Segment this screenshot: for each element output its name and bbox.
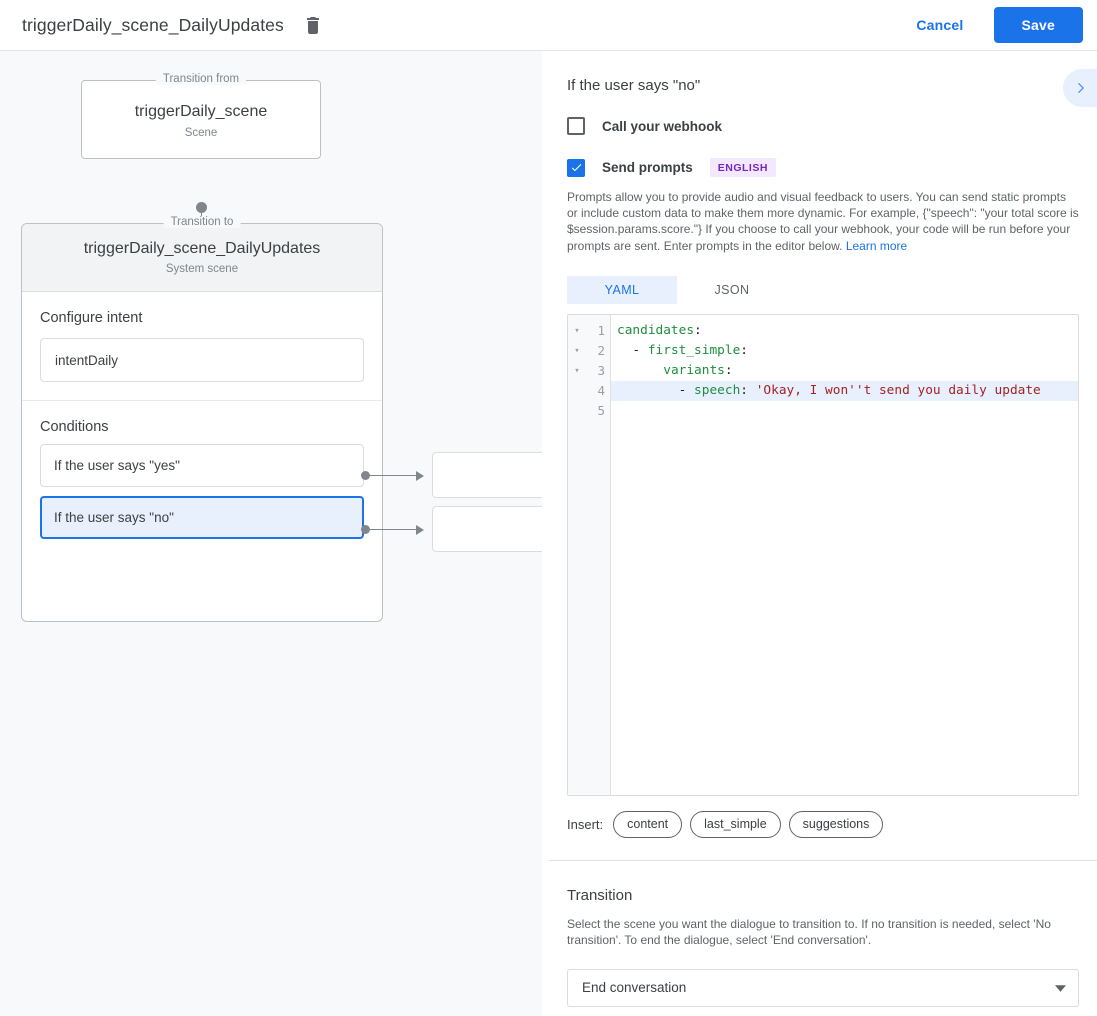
editor-fold-gutter[interactable]: ▾ ▾ ▾ xyxy=(568,314,586,795)
code-line[interactable]: candidates: xyxy=(611,321,1078,341)
code-token: : xyxy=(740,342,748,358)
prompts-help-body: Prompts allow you to provide audio and v… xyxy=(567,190,1079,253)
transition-select-value: End conversation xyxy=(582,980,687,996)
send-prompts-label: Send prompts xyxy=(602,160,693,175)
panel-title: If the user says "no" xyxy=(567,77,701,94)
send-prompts-row[interactable]: Send prompts ENGLISH xyxy=(549,158,1097,177)
prompts-help-text: Prompts allow you to provide audio and v… xyxy=(567,189,1079,254)
line-number: 3 xyxy=(597,362,605,378)
delete-button[interactable] xyxy=(300,12,326,38)
learn-more-link[interactable]: Learn more xyxy=(845,238,908,253)
topbar-actions: Cancel Save xyxy=(900,7,1097,43)
call-webhook-row[interactable]: Call your webhook xyxy=(549,117,1097,135)
tab-yaml[interactable]: YAML xyxy=(567,275,677,304)
condition-yes-target-node[interactable] xyxy=(432,452,542,498)
code-token: : xyxy=(724,362,733,378)
condition-yes-connector-line xyxy=(370,475,418,476)
chevron-down-icon xyxy=(1055,980,1066,995)
transition-select[interactable]: End conversation xyxy=(567,968,1079,1007)
configure-intent-label: Configure intent xyxy=(40,310,143,326)
condition-no-connector-line xyxy=(370,529,418,530)
trash-icon xyxy=(305,16,321,34)
line-number: 2 xyxy=(597,342,605,358)
scene-flow-canvas[interactable]: Transition from triggerDaily_scene Scene… xyxy=(0,51,542,1016)
fold-gutter-blank xyxy=(568,401,586,421)
code-token: : xyxy=(740,382,748,398)
transition-description: Select the scene you want the dialogue t… xyxy=(567,916,1051,948)
panel-header: If the user says "no" xyxy=(549,51,1097,107)
code-token: first_simple xyxy=(647,342,741,358)
code-token: variants xyxy=(663,362,725,378)
code-token: candidates xyxy=(617,322,695,338)
insert-chip-last-simple[interactable]: last_simple xyxy=(690,810,781,838)
line-number: 4 xyxy=(597,382,605,398)
code-line[interactable]: - speech: 'Okay, I won''t send you daily… xyxy=(611,380,1078,401)
tab-json[interactable]: JSON xyxy=(714,282,750,297)
send-prompts-checkbox[interactable] xyxy=(567,158,585,177)
save-button[interactable]: Save xyxy=(993,7,1083,43)
language-badge: ENGLISH xyxy=(709,158,776,177)
code-token xyxy=(617,363,663,378)
fold-toggle-icon[interactable]: ▾ xyxy=(574,365,580,376)
editor-line-numbers: 1 2 3 4 5 xyxy=(586,314,611,795)
fold-gutter-blank xyxy=(568,381,586,401)
top-app-bar: triggerDaily_scene_DailyUpdates Cancel S… xyxy=(0,0,1097,51)
transition-to-title: triggerDaily_scene_DailyUpdates xyxy=(83,240,321,257)
node-divider xyxy=(22,400,382,401)
conditions-label: Conditions xyxy=(40,419,109,435)
code-token: 'Okay, I won''t send you daily update xyxy=(748,382,1041,398)
condition-row-no[interactable]: If the user says "no" xyxy=(40,496,364,539)
expand-panel-button[interactable] xyxy=(1063,69,1097,107)
transition-from-title: triggerDaily_scene xyxy=(134,103,268,120)
transition-from-legend: Transition from xyxy=(155,73,247,85)
page-title: triggerDaily_scene_DailyUpdates xyxy=(22,14,284,35)
code-line[interactable]: variants: xyxy=(611,361,1078,381)
prompt-code-editor[interactable]: ▾ ▾ ▾ 1 2 3 4 5 candidates: - first_simple: va… xyxy=(567,313,1079,796)
code-line[interactable] xyxy=(611,401,1078,421)
condition-no-target-node[interactable] xyxy=(432,506,542,552)
canvas-scrollbar[interactable] xyxy=(542,51,549,1016)
code-line[interactable]: - first_simple: xyxy=(611,341,1078,361)
condition-yes-arrowhead xyxy=(416,471,424,481)
code-token: - xyxy=(617,342,648,358)
code-token: speech xyxy=(694,382,741,398)
chevron-right-icon xyxy=(1073,81,1087,95)
transition-to-node[interactable]: Transition to triggerDaily_scene_DailyUp… xyxy=(21,216,383,622)
condition-no-arrowhead xyxy=(416,525,424,535)
condition-details-panel: If the user says "no" Call your webhook … xyxy=(549,51,1097,1016)
transition-section-title: Transition xyxy=(567,886,633,904)
insert-chips-row: Insert: content last_simple suggestions xyxy=(567,810,1097,838)
call-webhook-label: Call your webhook xyxy=(602,118,723,134)
condition-row-yes[interactable]: If the user says "yes" xyxy=(40,444,364,487)
insert-chip-suggestions[interactable]: suggestions xyxy=(788,810,884,838)
transition-to-legend: Transition to xyxy=(163,216,241,228)
transition-from-node[interactable]: Transition from triggerDaily_scene Scene xyxy=(81,73,321,159)
condition-no-connector-dot xyxy=(361,525,370,534)
fold-toggle-icon[interactable]: ▾ xyxy=(574,325,580,336)
condition-yes-connector-dot xyxy=(361,471,370,480)
insert-chip-content[interactable]: content xyxy=(613,810,683,838)
transition-from-subtitle: Scene xyxy=(184,127,218,139)
code-token: : xyxy=(694,322,702,338)
transition-to-header: triggerDaily_scene_DailyUpdates System s… xyxy=(22,224,382,292)
code-token: - xyxy=(617,382,695,398)
transition-to-subtitle: System scene xyxy=(165,263,239,275)
line-number: 1 xyxy=(597,322,605,338)
cancel-button[interactable]: Cancel xyxy=(900,8,979,42)
panel-section-divider xyxy=(549,859,1097,861)
editor-format-tabs: YAML JSON xyxy=(567,275,1097,304)
fold-toggle-icon[interactable]: ▾ xyxy=(574,345,580,356)
check-icon xyxy=(570,161,583,174)
line-number: 5 xyxy=(597,402,605,418)
call-webhook-checkbox[interactable] xyxy=(567,117,585,135)
intent-field[interactable]: intentDaily xyxy=(40,338,364,382)
insert-label: Insert: xyxy=(567,816,604,832)
editor-code-content[interactable]: candidates: - first_simple: variants: - … xyxy=(611,315,1078,795)
